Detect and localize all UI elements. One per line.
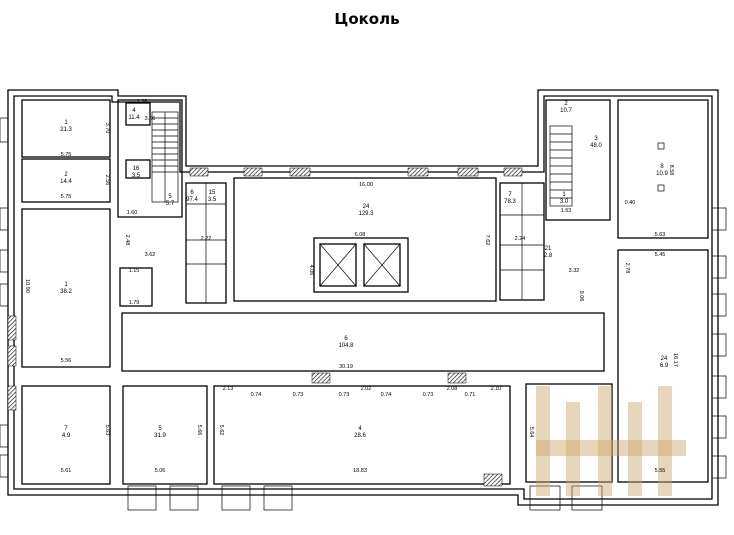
dimension-label: 6.08 (355, 232, 366, 238)
room-number: 24 (661, 356, 668, 362)
dimension-label: 2.13 (223, 386, 234, 392)
dimension-label: 2.48 (124, 235, 130, 246)
dimension-label: 10.90 (24, 279, 30, 293)
dimension-label: 5.56 (61, 358, 72, 364)
room-area: 38.2 (60, 289, 72, 295)
room-area: 3.5 (132, 173, 141, 179)
room-number: 6 (344, 336, 348, 342)
dimension-label: 5.55 (655, 468, 666, 474)
room-number: 5 (158, 426, 162, 432)
room-number: 1 (562, 192, 566, 198)
room-area: 21.3 (60, 127, 72, 133)
dimension-label: 4.06 (308, 265, 314, 276)
dimension-label: 5.75 (61, 152, 72, 158)
dimension-label: 3.62 (145, 252, 156, 258)
dimension-label: 5.64 (528, 427, 534, 438)
dimension-label: 0.73 (423, 392, 434, 398)
room-area: 2.8 (544, 253, 553, 259)
dimension-label: 1.26 (137, 99, 148, 105)
dimension-label: 1.53 (561, 208, 572, 214)
room-number: 5 (168, 194, 172, 200)
room-area: 6.9 (660, 363, 669, 369)
dimension-label: 8.58 (668, 165, 674, 176)
room-area: 48.0 (590, 143, 602, 149)
room-area: 3.0 (560, 199, 569, 205)
room-area: 31.9 (154, 433, 166, 439)
room-area: 28.6 (354, 433, 366, 439)
room-number: 7 (64, 426, 68, 432)
dimension-label: 0.74 (381, 392, 392, 398)
room-number: 24 (363, 204, 370, 210)
dimension-label: 3.32 (569, 268, 580, 274)
plan-title: Цоколь (334, 10, 400, 28)
dimension-label: 5.62 (218, 425, 224, 436)
dimension-label: 0.71 (465, 392, 476, 398)
dimension-label: 3.70 (104, 123, 110, 134)
room-number: 6 (190, 190, 194, 196)
room-number: 1 (64, 282, 68, 288)
room-number: 16 (133, 166, 140, 172)
dimension-label: 18.83 (353, 468, 367, 474)
dimension-label: 3.66 (145, 116, 156, 122)
room-area: 5.7 (166, 201, 175, 207)
dimension-label: 9.06 (578, 291, 584, 302)
room-number: 2 (564, 101, 568, 107)
dimension-label: 2.78 (624, 263, 630, 274)
room-area: 97.4 (186, 197, 198, 203)
dimension-label: 30.19 (339, 364, 353, 370)
room-number: 4 (132, 108, 136, 114)
dimension-label: 0.73 (339, 392, 350, 398)
room-number: 4 (358, 426, 362, 432)
dimension-label: 5.63 (655, 232, 666, 238)
dimension-label: 2.24 (515, 236, 526, 242)
dimension-label: 2.10 (491, 386, 502, 392)
dimension-label: 16.00 (359, 182, 373, 188)
room-number: 2 (64, 172, 68, 178)
room-area: 3.5 (208, 197, 217, 203)
room-number: 15 (209, 190, 216, 196)
room-1-top (21, 99, 111, 158)
dimension-label: 5.66 (196, 425, 202, 436)
dimension-label: 2.08 (447, 386, 458, 392)
dimension-label: 7.62 (484, 235, 490, 246)
room-number: 21 (545, 246, 552, 252)
dimension-label: 5.75 (61, 194, 72, 200)
dimension-label: 1.60 (127, 210, 138, 216)
watermark-logo (536, 386, 686, 496)
dimension-label: 5.06 (155, 468, 166, 474)
dimension-label: 2.02 (361, 386, 372, 392)
room-area: 4.9 (62, 433, 71, 439)
room-area: 129.3 (358, 211, 374, 217)
dimension-label: 16.17 (672, 353, 678, 367)
room-area: 11.4 (128, 115, 140, 121)
outer-wall (7, 89, 719, 506)
dimension-label: 1.79 (129, 300, 140, 306)
dimension-label: 5.61 (61, 468, 72, 474)
room-number: 3 (594, 136, 598, 142)
dimension-label: 1.15 (129, 268, 140, 274)
room-area: 78.3 (504, 199, 516, 205)
room-labels: 121.3214.4138.274.9531.9428.66104.824129… (60, 101, 669, 439)
room-area: 10.7 (560, 108, 572, 114)
room-area: 104.8 (338, 343, 354, 349)
dimension-label: 0.40 (625, 200, 636, 206)
dimension-label: 2.22 (201, 236, 212, 242)
room-area: 10.9 (656, 171, 668, 177)
room-number: 7 (508, 192, 512, 198)
dimension-label: 5.45 (655, 252, 666, 258)
dimension-label: 5.63 (104, 425, 110, 436)
dimension-label: 0.74 (251, 392, 262, 398)
room-number: 8 (660, 164, 664, 170)
room-number: 1 (64, 120, 68, 126)
room-area: 14.4 (60, 179, 72, 185)
dimension-label: 2.56 (104, 175, 110, 186)
dimension-label: 0.73 (293, 392, 304, 398)
